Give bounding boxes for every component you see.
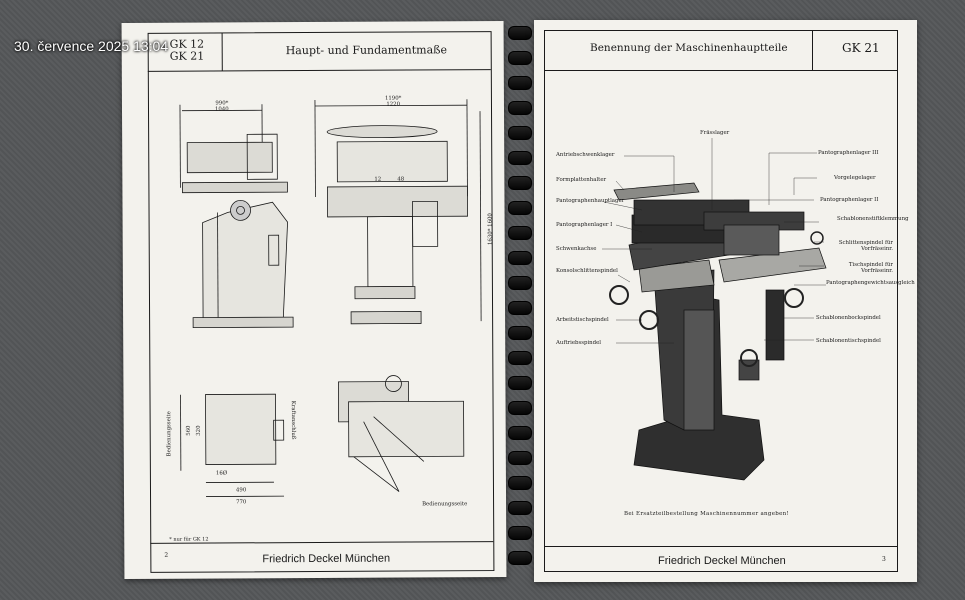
label-pantographenlager-3: Pantographenlager III (818, 150, 879, 156)
label-tischspindel: Tischspindel für Vorfräseinr. (848, 262, 893, 274)
label-pantographenhauptlager: Pantographenhauptlager (556, 198, 625, 204)
dim-small-1: 12 (374, 176, 382, 183)
label-schwenkachse: Schwenkachse (556, 246, 597, 252)
label-schlittenspindel: Schlittenspindel für Vorfräseinr. (838, 240, 893, 252)
right-page: Benennung der Maschinenhauptteile GK 21 (534, 20, 917, 582)
machine-illustration (602, 138, 827, 481)
dim-base-depth: 560 (185, 425, 192, 436)
right-footer: Friedrich Deckel München (658, 555, 786, 567)
label-antriebschwenklager: Antriebschwenklager (556, 152, 615, 158)
left-footer: Friedrich Deckel München (262, 552, 391, 566)
label-auftriebsspindel: Auftriebsspindel (556, 340, 602, 346)
dim-front-width: 1190* 1220 (384, 95, 402, 108)
label-schablonenstiftklemmung: Schablonenstiftklemmung (837, 216, 909, 222)
photo-timestamp: 30. července 2025 13:04 (14, 38, 169, 54)
right-page-frame (544, 30, 898, 572)
label-pantographenlager-2: Pantographenlager II (820, 197, 879, 203)
dim-base-total: 770 (236, 499, 247, 506)
label-schablonenbockspindel: Schablonenbockspindel (816, 315, 881, 321)
side-label-operator: Bedienungsseite (166, 411, 173, 457)
right-page-model: GK 21 (842, 41, 880, 55)
label-formplattenhalter: Formplattenhalter (556, 177, 607, 183)
label-arbeitstischspindel: Arbeitstischspindel (556, 317, 609, 323)
parts-order-caption: Bei Ersatzteilbestellung Maschinennummer… (624, 511, 790, 517)
side-label-operator-2: Bedienungsseite (422, 501, 468, 508)
label-vorgelegelager: Vorgelegelager (834, 175, 876, 181)
label-gewichtsausgleich: Pantographengewichtsausgleich (826, 280, 915, 286)
left-page-number: 2 (164, 551, 169, 559)
label-pantographenlager-1: Pantographenlager I (556, 222, 613, 228)
label-schablonentischspindel: Schablonentischspindel (816, 338, 881, 344)
dim-height: 1630* 1600 (487, 213, 494, 246)
label-konsolschlittenspindel: Konsolschlittenspindel (556, 268, 618, 274)
spiral-binding (508, 24, 534, 580)
left-page: GK 12 GK 21 Haupt- und Fundamentmaße (121, 21, 507, 579)
right-page-number: 3 (882, 556, 886, 563)
dim-small-2: 48 (397, 176, 405, 183)
dim-base-width: 490 (235, 487, 247, 494)
label-fraesslager: Frässlager (700, 130, 730, 136)
footnote: * nur für GK 12 (169, 536, 209, 543)
side-label-power: Kraftanschluß (289, 400, 297, 440)
dimension-drawings (179, 99, 482, 497)
dim-base-inner: 320 (195, 425, 202, 436)
dim-bolt: 16Ø (215, 470, 228, 477)
right-page-title: Benennung der Maschinenhauptteile (590, 42, 788, 54)
dim-side-width: 990* 1040 (214, 100, 229, 113)
